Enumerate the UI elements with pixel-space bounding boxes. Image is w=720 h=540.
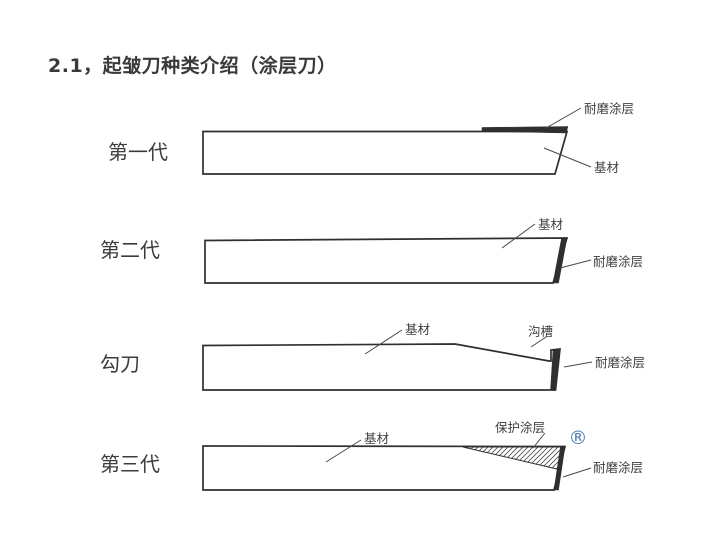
label-wear-coating: 耐磨涂层 — [593, 460, 643, 475]
leader-line-groove — [530, 336, 547, 348]
label-substrate: 基材 — [538, 217, 563, 232]
generation-label: 第一代 — [108, 140, 168, 164]
diagram-generation-1: 第一代 耐磨涂层 基材 — [108, 101, 634, 175]
diagram-generation-2: 第二代 基材 耐磨涂层 — [100, 217, 643, 284]
wear-coating-strip — [552, 237, 568, 284]
label-protective-coating: 保护涂层 — [495, 420, 545, 435]
blade-body — [202, 130, 569, 175]
label-wear-coating: 耐磨涂层 — [595, 355, 645, 370]
page-title: 2.1，起皱刀种类介绍（涂层刀） — [48, 55, 337, 77]
generation-label: 勾刀 — [100, 352, 140, 376]
wear-coating-strip — [553, 446, 566, 491]
leader-line-wear-coating — [563, 361, 593, 368]
diagram-hook-knife: 勾刀 基材 沟槽 耐磨涂层 — [100, 322, 645, 391]
leader-line-wear-coating — [559, 259, 592, 269]
label-wear-coating: 耐磨涂层 — [584, 101, 634, 116]
diagram-generation-3: 第三代 基材 保护涂层 ® 耐磨涂层 — [100, 420, 643, 491]
label-groove: 沟槽 — [528, 324, 553, 339]
wear-coating-strip — [550, 348, 561, 391]
blade-body — [202, 343, 561, 391]
leader-line-wear-coating — [545, 107, 582, 129]
leader-line-substrate — [543, 147, 592, 168]
leader-line-wear-coating — [562, 467, 592, 478]
leader-line-protective-coating — [532, 432, 546, 449]
registered-trademark-icon: ® — [569, 427, 588, 449]
blade-body — [204, 237, 569, 284]
generation-label: 第二代 — [100, 238, 160, 262]
label-substrate: 基材 — [405, 322, 430, 337]
leader-line-substrate — [501, 223, 536, 249]
label-wear-coating: 耐磨涂层 — [593, 254, 643, 269]
generation-label: 第三代 — [100, 452, 160, 476]
label-substrate: 基材 — [364, 431, 389, 446]
leader-line-substrate — [325, 439, 362, 463]
label-substrate: 基材 — [594, 160, 619, 175]
leader-line-substrate — [364, 329, 403, 355]
